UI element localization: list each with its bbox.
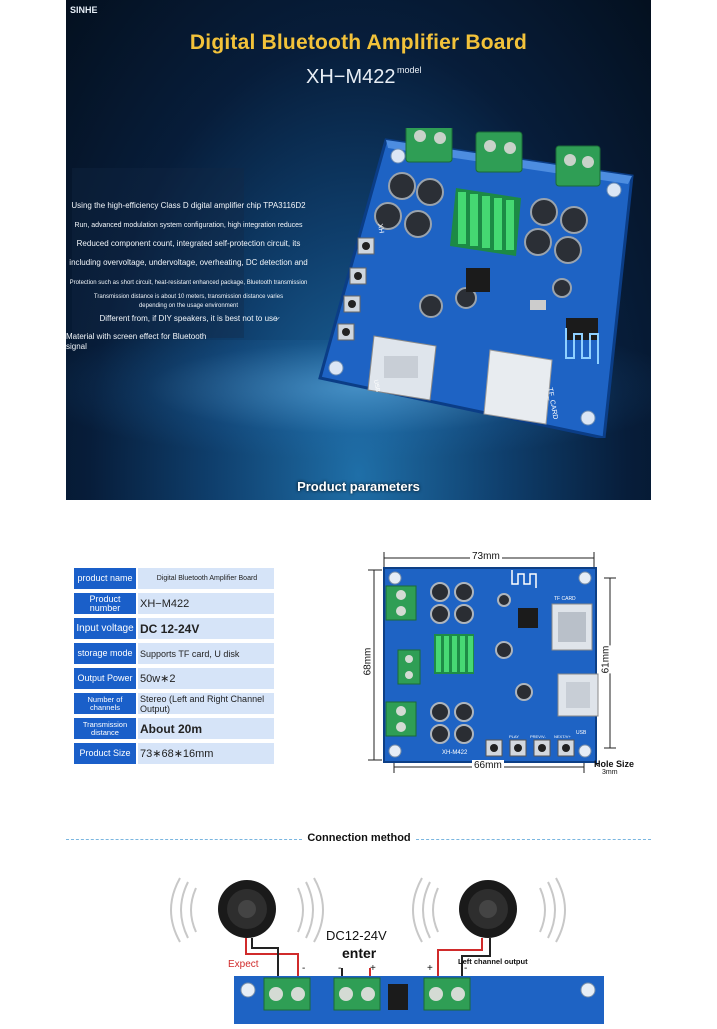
width-bottom-label: 66mm	[472, 760, 504, 771]
terminal-sign: -	[302, 963, 306, 974]
param-label: Output Power	[74, 668, 136, 689]
connection-diagram: Expect DC12-24V enter Left channel outpu…	[66, 850, 651, 1024]
connection-method-heading: Connection method	[307, 832, 411, 844]
terminal-sign: +	[427, 963, 433, 974]
terminal-sign: +	[259, 963, 265, 974]
feature-line: including overvoltage, undervoltage, ove…	[69, 258, 308, 267]
amplifier-board-image: USB TF_CARD XH	[318, 128, 634, 438]
board-top-view: TF CARD USB PLAY PREV/V- NEXT/V+ XH-M422	[368, 552, 616, 773]
dimension-drawing: TF CARD USB PLAY PREV/V- NEXT/V+ XH-M422…	[362, 548, 652, 788]
wiring-illustration	[170, 877, 604, 1024]
feature-line: Different from, if DIY speakers, it is b…	[99, 314, 278, 323]
terminal-sign: +	[370, 963, 376, 974]
left-output-label: Left channel output	[458, 957, 528, 966]
right-output-label: Expect	[228, 959, 259, 970]
hole-size-label: Hole Size	[594, 759, 635, 769]
table-row: Transmission distance About 20m	[74, 718, 276, 739]
table-row: storage mode Supports TF card, U disk	[74, 643, 276, 664]
divider-left	[66, 839, 302, 840]
param-value: DC 12-24V	[138, 618, 274, 639]
dim-button-label: PLAY	[509, 734, 519, 739]
dim-button-label: PREV/V-	[530, 734, 546, 739]
feature-line: depending on the usage environment	[138, 303, 239, 309]
board-name-label: XH	[376, 223, 385, 234]
param-label: Product Size	[74, 743, 136, 764]
dim-board-model: XH-M422	[442, 750, 468, 756]
param-value: Digital Bluetooth Amplifier Board	[138, 568, 274, 589]
feature-line: Using the high-efficiency Class D digita…	[71, 201, 306, 210]
enter-label: enter	[342, 945, 377, 961]
hero-banner: SINHE Digital Bluetooth Amplifier Board …	[66, 0, 651, 500]
height-left-label: 68mm	[362, 647, 374, 676]
feature-line: Run, advanced modulation system configur…	[74, 222, 303, 229]
table-row: Product Size 73∗68∗16mm	[74, 743, 276, 764]
board-usb-label: USB	[372, 379, 380, 392]
hero-model: XH−M422	[306, 66, 396, 88]
product-parameters-heading: Product parameters	[297, 479, 420, 494]
power-label: DC12-24V	[326, 928, 387, 943]
param-label: Transmission distance	[74, 718, 136, 739]
table-row: Number of channels Stereo (Left and Righ…	[74, 693, 276, 714]
param-label: Product number	[74, 593, 136, 614]
dim-button-label: NEXT/V+	[554, 734, 571, 739]
param-value: 50w∗2	[138, 668, 274, 689]
width-top-label: 73mm	[470, 551, 502, 562]
feature-line: Material with screen effect for Bluetoot…	[66, 332, 207, 351]
table-row: Product number XH−M422	[74, 593, 276, 614]
speaker-icon	[459, 880, 517, 938]
table-row: Output Power 50w∗2	[74, 668, 276, 689]
dim-tf-label: TF CARD	[554, 596, 576, 602]
hero-model-sup: model	[397, 65, 422, 75]
table-row: Input voltage DC 12-24V	[74, 618, 276, 639]
feature-line: Reduced component count, integrated self…	[76, 239, 301, 248]
hole-size-value: 3mm	[602, 769, 618, 776]
param-label: storage mode	[74, 643, 136, 664]
terminal-sign: -	[338, 963, 342, 974]
brand-logo: SINHE	[70, 5, 98, 15]
dim-usb-label: USB	[576, 730, 587, 736]
feature-panel	[72, 168, 244, 338]
terminal-sign: -	[464, 963, 468, 974]
param-label: product name	[74, 568, 136, 589]
table-row: product name Digital Bluetooth Amplifier…	[74, 568, 276, 589]
param-label: Number of channels	[74, 693, 136, 714]
feature-line: Protection such as short circuit, heat-r…	[69, 280, 308, 286]
param-value: Supports TF card, U disk	[138, 643, 274, 664]
height-right-label: 61mm	[600, 645, 612, 674]
speaker-icon	[218, 880, 276, 938]
param-value: XH−M422	[138, 593, 274, 614]
hero-title: Digital Bluetooth Amplifier Board	[189, 31, 528, 54]
feature-line: Transmission distance is about 10 meters…	[93, 294, 284, 300]
param-value: Stereo (Left and Right Channel Output)	[138, 693, 274, 714]
param-label: Input voltage	[74, 618, 136, 639]
param-value: About 20m	[138, 718, 274, 739]
divider-right	[416, 839, 651, 840]
param-value: 73∗68∗16mm	[138, 743, 274, 764]
